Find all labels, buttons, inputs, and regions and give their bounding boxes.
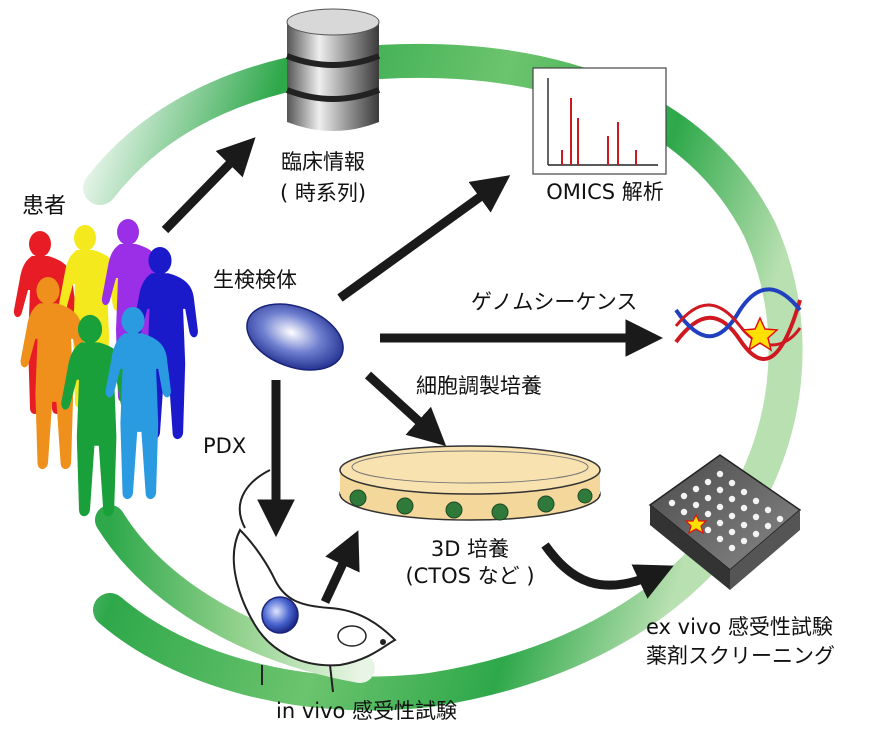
arrow-biopsy-to-culture bbox=[364, 371, 447, 447]
arrow-mouse-to-culture bbox=[320, 530, 360, 604]
culture-3d-sublabel: (CTOS など ) bbox=[405, 564, 535, 588]
ex-vivo-label: ex vivo 感受性試験 bbox=[646, 615, 833, 639]
mouse-icon bbox=[232, 469, 397, 693]
hit-star-icon bbox=[684, 513, 708, 535]
mutation-star-icon bbox=[741, 316, 779, 352]
clinical-info-sublabel: ( 時系列) bbox=[279, 181, 367, 205]
patient-silhouette bbox=[20, 276, 86, 470]
pdx-label: PDX bbox=[203, 434, 247, 458]
patient-silhouette bbox=[105, 306, 171, 500]
xenograft-tumor-icon bbox=[261, 596, 299, 634]
database-icon bbox=[285, 8, 381, 131]
flow-arrows bbox=[161, 137, 674, 604]
dna-helix-icon bbox=[674, 287, 802, 361]
arrow-biopsy-to-omics bbox=[337, 175, 511, 302]
cell-culture-label: 細胞調製培養 bbox=[416, 374, 542, 398]
biopsy-specimen-icon bbox=[246, 303, 344, 371]
arrow-patients-to-clinical bbox=[161, 137, 256, 234]
clinical-info-label: 臨床情報 bbox=[281, 150, 365, 174]
patients-label: 患者 bbox=[22, 194, 67, 219]
arrow-culture-to-screening bbox=[541, 542, 674, 599]
omics-label: OMICS 解析 bbox=[546, 180, 664, 204]
in-vivo-label: in vivo 感受性試験 bbox=[276, 699, 458, 723]
genome-sequencing-label: ゲノムシーケンス bbox=[471, 290, 638, 314]
drug-screening-label: 薬剤スクリーニング bbox=[646, 644, 835, 668]
biopsy-label: 生検検体 bbox=[213, 268, 297, 292]
petri-dish-icon bbox=[339, 445, 601, 521]
culture-3d-label: 3D 培養 bbox=[430, 537, 510, 561]
omics-chart-icon bbox=[532, 67, 667, 175]
patients-group-icon bbox=[13, 219, 198, 517]
organoid-clusters bbox=[349, 488, 593, 521]
well-plate-icon bbox=[648, 454, 802, 590]
